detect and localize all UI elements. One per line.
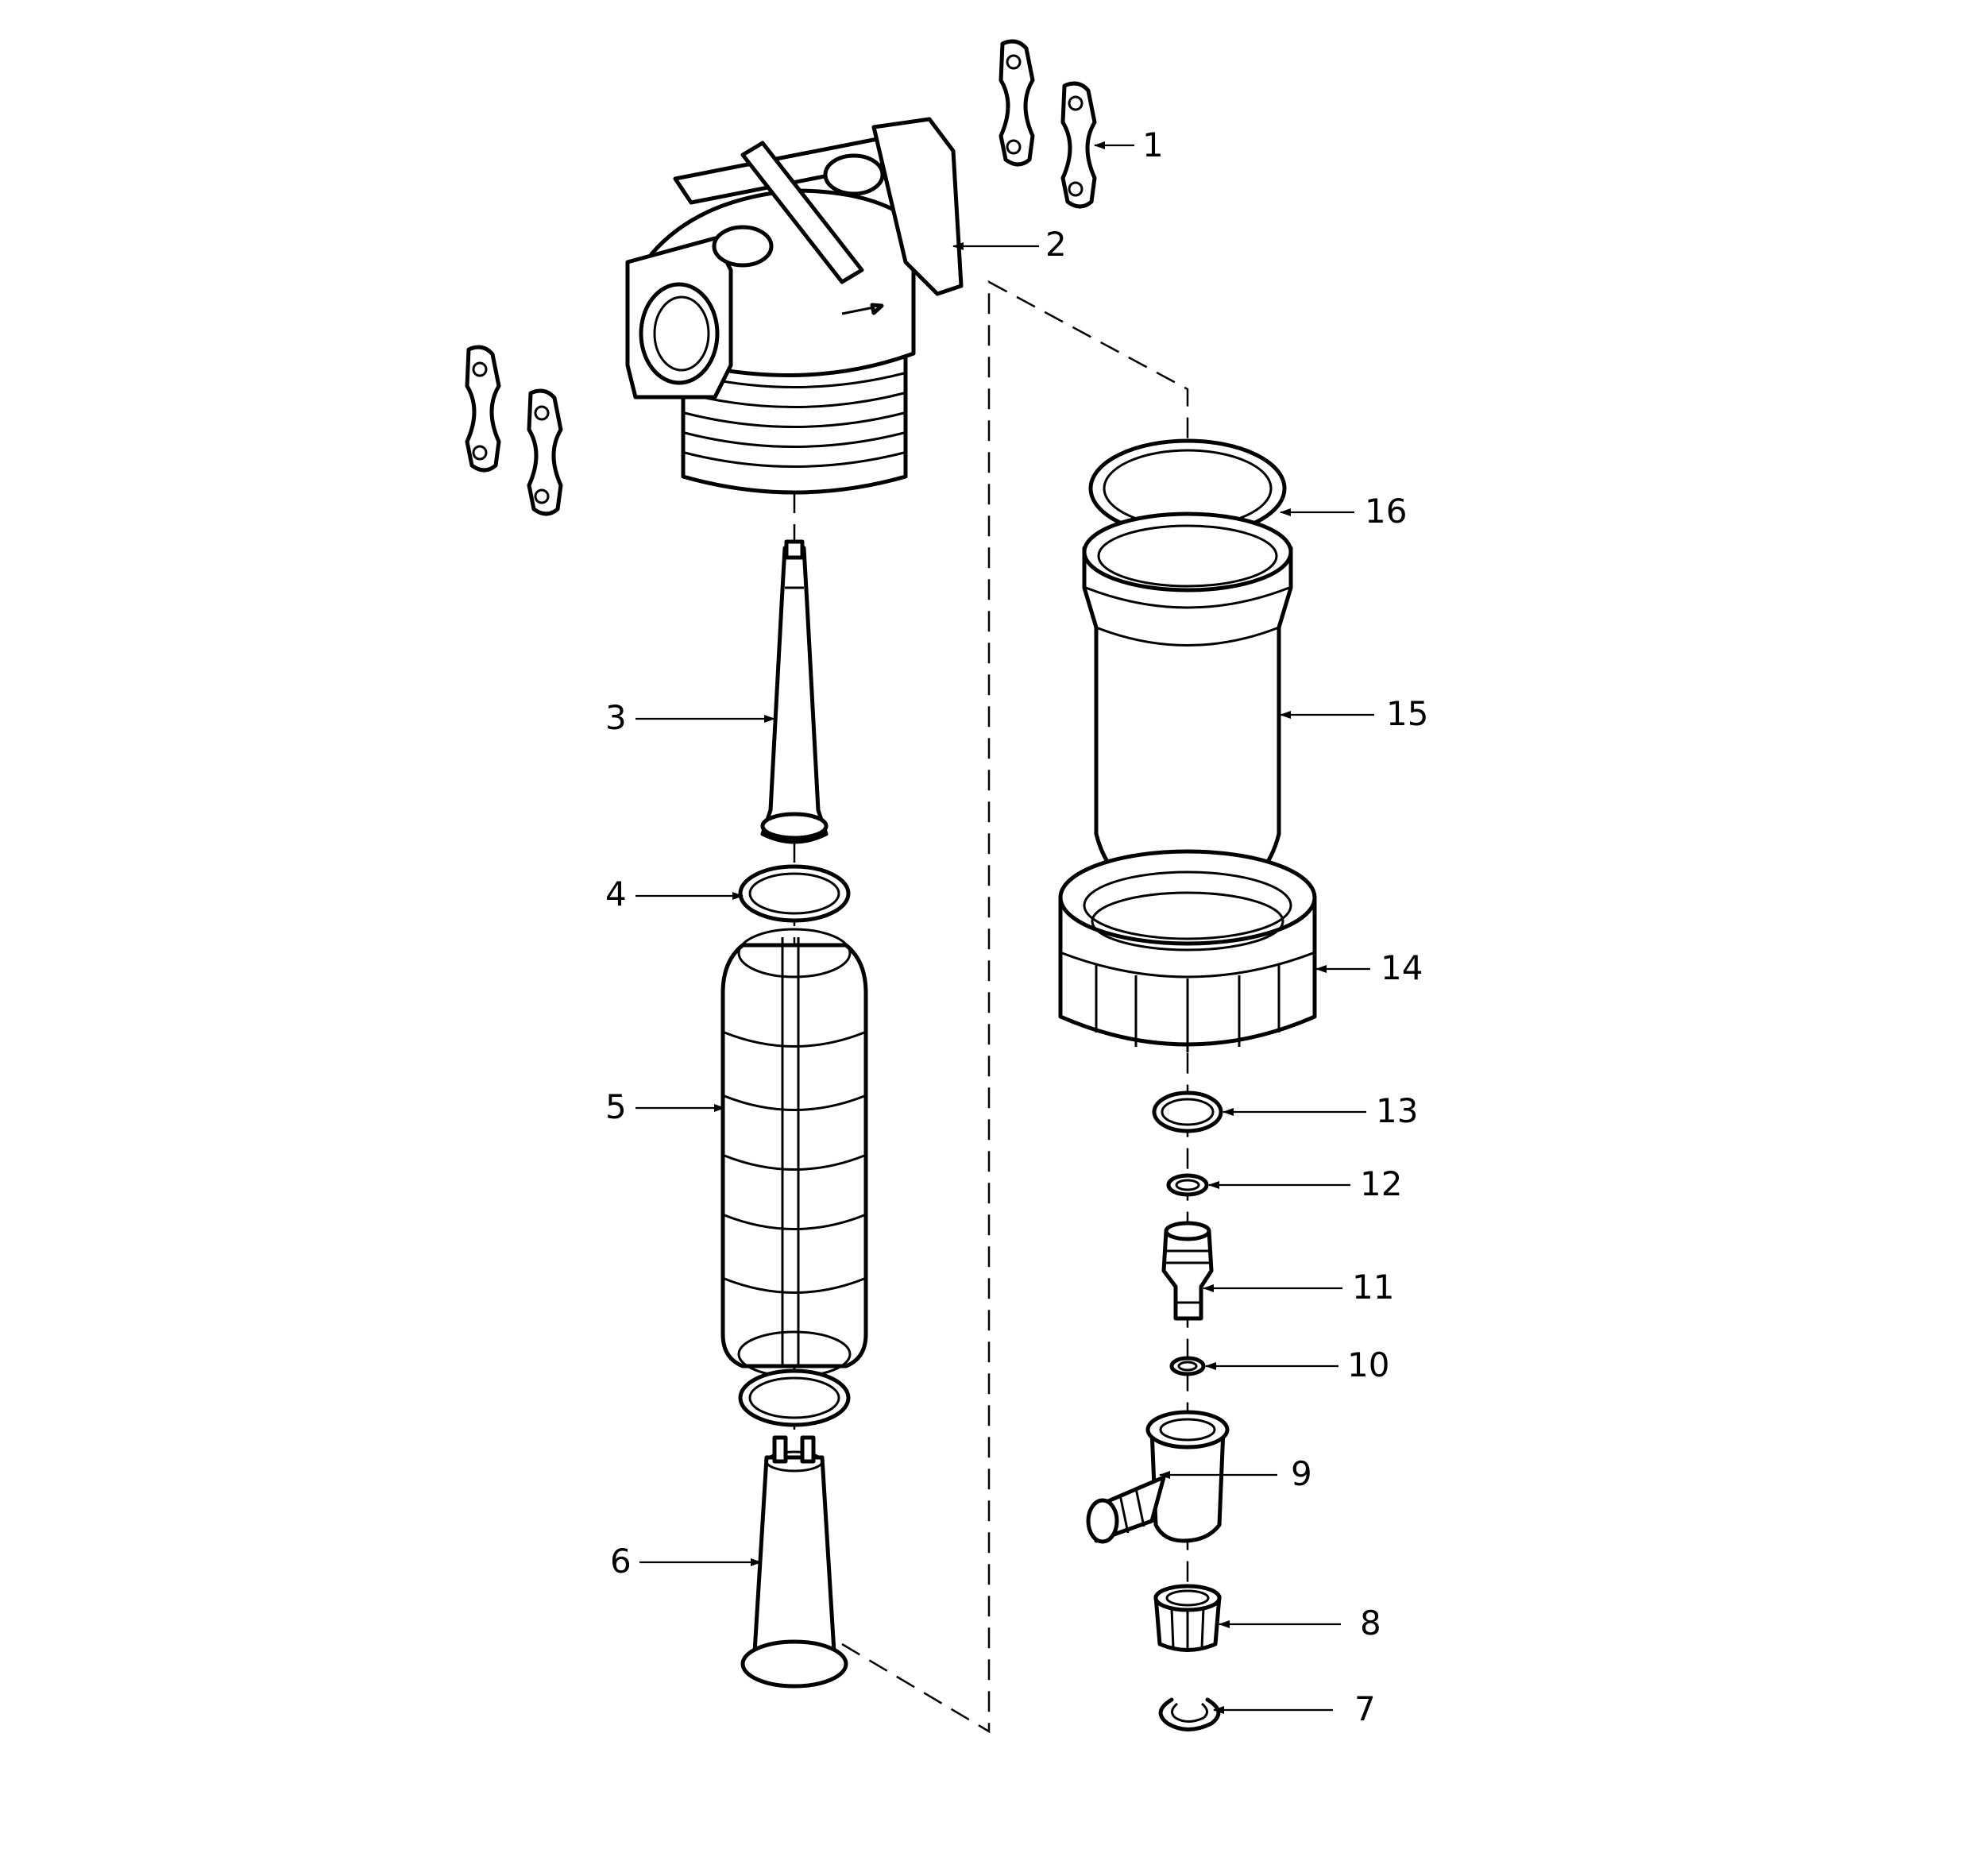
callout-12: 12 — [1360, 1164, 1402, 1203]
callout-1: 1 — [1142, 125, 1164, 164]
callout-8: 8 — [1360, 1604, 1381, 1642]
part-4-o-ring — [738, 864, 851, 923]
part-14-bowl-nut — [1058, 849, 1317, 1052]
callout-15: 15 — [1386, 694, 1428, 733]
callout-leaders — [635, 141, 1374, 1714]
part-12-small-o-ring — [1166, 1173, 1209, 1197]
callout-4: 4 — [605, 874, 627, 913]
callout-14: 14 — [1381, 948, 1423, 987]
callout-6: 6 — [610, 1542, 632, 1581]
callout-16: 16 — [1365, 492, 1407, 531]
part-13-o-ring — [1152, 1090, 1223, 1133]
part-11-drain-valve — [1161, 1221, 1214, 1321]
lower-o-ring — [738, 1368, 851, 1427]
part-9-elbow-connector — [1086, 1410, 1230, 1544]
part-1-mounting-brackets-top — [999, 39, 1097, 209]
part-3-upper-spindle — [760, 539, 829, 844]
callout-11: 11 — [1352, 1268, 1394, 1307]
part-2-filter-head — [625, 117, 964, 495]
callout-5: 5 — [605, 1087, 627, 1126]
callout-7: 7 — [1354, 1689, 1376, 1728]
mounting-brackets-left — [465, 345, 563, 516]
callout-13: 13 — [1376, 1091, 1418, 1130]
part-15-filter-bowl — [1082, 511, 1293, 912]
callout-3: 3 — [605, 698, 627, 737]
part-10-small-o-ring — [1169, 1356, 1206, 1376]
part-6-lower-spindle — [740, 1435, 848, 1689]
callout-9: 9 — [1291, 1454, 1312, 1493]
callout-labels: 1 2 3 4 5 6 7 8 9 10 11 12 13 14 15 16 — [605, 125, 1428, 1728]
part-8-connector-nut — [1153, 1584, 1222, 1652]
callout-10: 10 — [1347, 1345, 1389, 1384]
part-5-filter-cartridge — [720, 928, 868, 1378]
callout-2: 2 — [1045, 225, 1067, 264]
part-7-circlip — [1158, 1697, 1221, 1731]
